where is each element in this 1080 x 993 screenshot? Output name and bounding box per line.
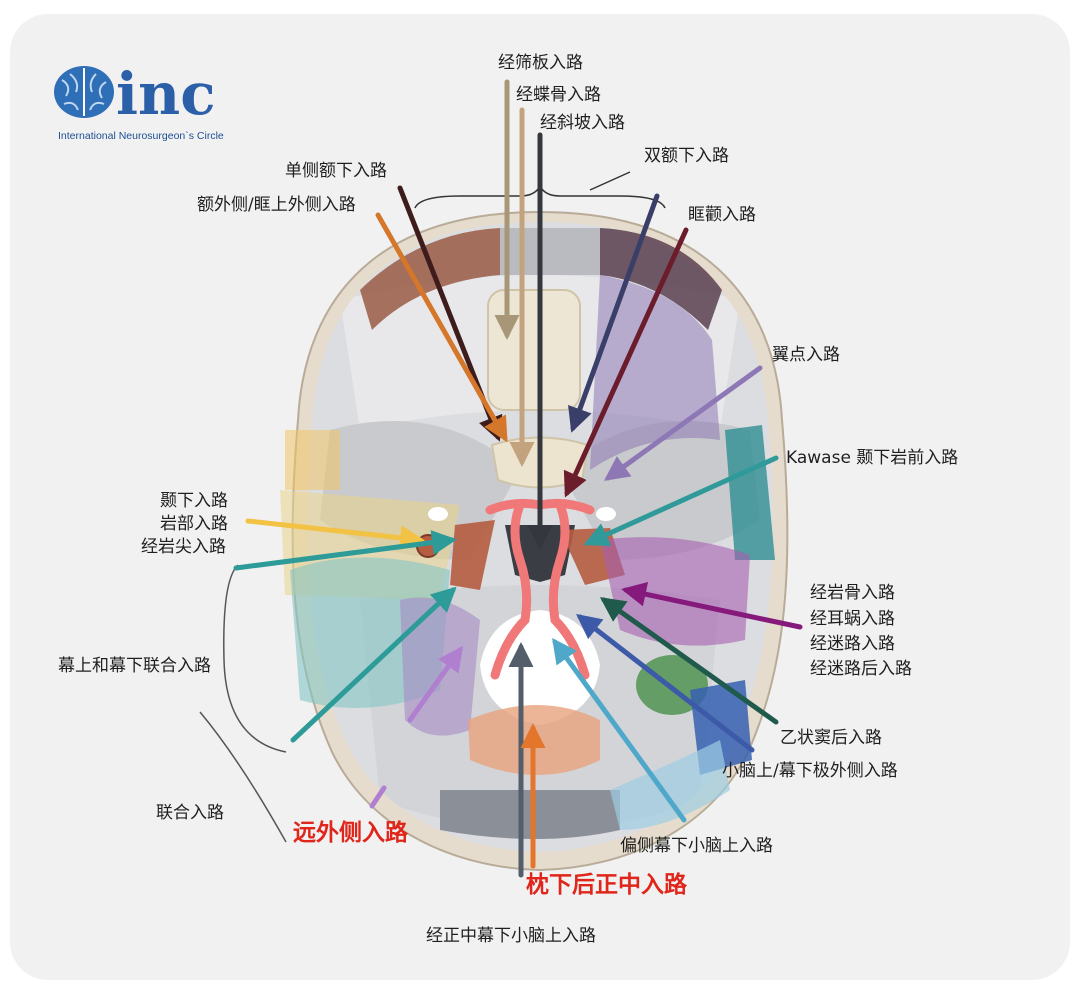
label-retrolabyrinthine: 经迷路后入路 [810,659,912,679]
label-extra-lateral-supraorbital: 额外侧/眶上外侧入路 [197,195,356,215]
label-supracerebellar-extreme-lateral: 小脑上/幕下极外侧入路 [722,761,898,781]
arrow-far-lateral-tail [369,785,387,809]
arrow-paramedian-supracerebellar [552,637,687,823]
arrow-extra-lateral-supraorbital [375,212,508,443]
arrow-pterional [603,365,763,481]
approach-arrows [233,79,803,878]
label-orbitozygomatic: 眶颧入路 [688,205,756,225]
region-frontal-left [360,228,500,330]
combined-bracket [199,711,287,843]
label-translabyrinth: 经岩骨入路 [810,583,895,603]
arrow-petrous-apex [233,530,457,571]
label-petrous-apex: 经岩尖入路 [141,537,226,557]
arrow-far-lateral [407,645,463,723]
label-pterional: 翼点入路 [772,345,840,365]
label-retrosigmoid: 乙状窦后入路 [780,728,882,748]
arrow-subtemporal [245,518,425,551]
logo-subtitle: International Neurosurgeon`s Circle [58,130,224,142]
arrow-bifrontal [568,193,660,433]
label-subtemporal: 颞下入路 [160,491,228,511]
region-frontal-mid [500,228,600,275]
label-combined-supra-infra: 幕上和幕下联合入路 [58,656,211,676]
label-cribriform: 经筛板入路 [498,53,583,73]
label-median-supracerebellar: 经正中幕下小脑上入路 [426,926,596,946]
approach-labels: 经筛板入路 经蝶骨入路 经斜坡入路 单侧额下入路 额外侧/眶上外侧入路 双额下入… [58,53,958,946]
arrow-retrosigmoid [599,597,779,725]
region-median-supracerebellar [440,790,620,839]
skull-illustration [199,171,789,872]
arrow-orbitozygomatic [563,227,689,498]
region-frontal-right [600,228,722,330]
label-labyrinthine: 经迷路入路 [810,634,895,654]
brain-logo-icon [54,66,114,118]
arrow-supracerebellar-extreme-lateral [576,613,755,753]
label-transcochlear: 经耳蜗入路 [810,609,895,629]
region-translabyrinth [600,537,750,646]
cribriform-plate [487,289,581,411]
label-far-lateral: 远外侧入路 [293,819,409,846]
region-petrous-apex-left [450,520,495,590]
label-bifrontal: 双额下入路 [644,146,729,166]
label-unilateral-subfrontal: 单侧额下入路 [285,161,387,181]
label-sphenoid: 经蝶骨入路 [516,85,601,105]
combined-supra-infra-bracket [223,564,287,753]
label-suboccipital-midline: 枕下后正中入路 [526,871,688,898]
label-petrosal: 岩部入路 [160,514,228,534]
label-kawase: Kawase 颞下岩前入路 [786,448,958,468]
region-kawase-bone [725,425,775,560]
label-clivus: 经斜坡入路 [540,113,625,133]
arrow-combined-supra-infra [290,586,457,743]
label-combined: 联合入路 [156,803,224,823]
arrow-translabyrinth [621,581,803,630]
label-paramedian-supracerebellar: 偏侧幕下小脑上入路 [620,836,773,856]
region-paramedian [610,740,730,830]
inc-logo: inc International Neurosurgeon`s Circle [54,60,224,142]
arrow-kawase [583,455,779,547]
logo-wordmark: inc [116,60,216,128]
